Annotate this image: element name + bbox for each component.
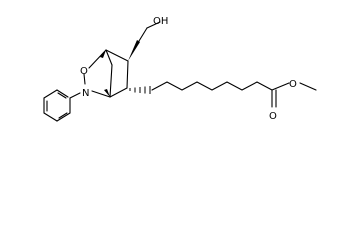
ring-oxygen-label: O [80,66,88,77]
hydroxyl-label: OH [153,16,168,27]
hashed-bond-chain [129,86,151,94]
wedge-bond-bottom [104,89,110,97]
methyl-bond [299,82,317,91]
n-phenyl-bond [69,92,81,99]
bicyclic-core [83,49,129,98]
alkyl-chain [151,81,273,91]
ester-c-o-bond [271,82,290,91]
wedge-bond-top [100,50,106,58]
chemical-structure: O N OH O O [43,16,317,122]
carbonyl-oxygen-label: O [269,111,277,122]
phenyl-ring [43,89,71,122]
ester-oxygen-label: O [289,79,297,90]
ring-nitrogen-label: N [82,88,89,99]
ester-carbonyl [271,89,277,108]
hydroxymethyl-group [128,21,161,61]
